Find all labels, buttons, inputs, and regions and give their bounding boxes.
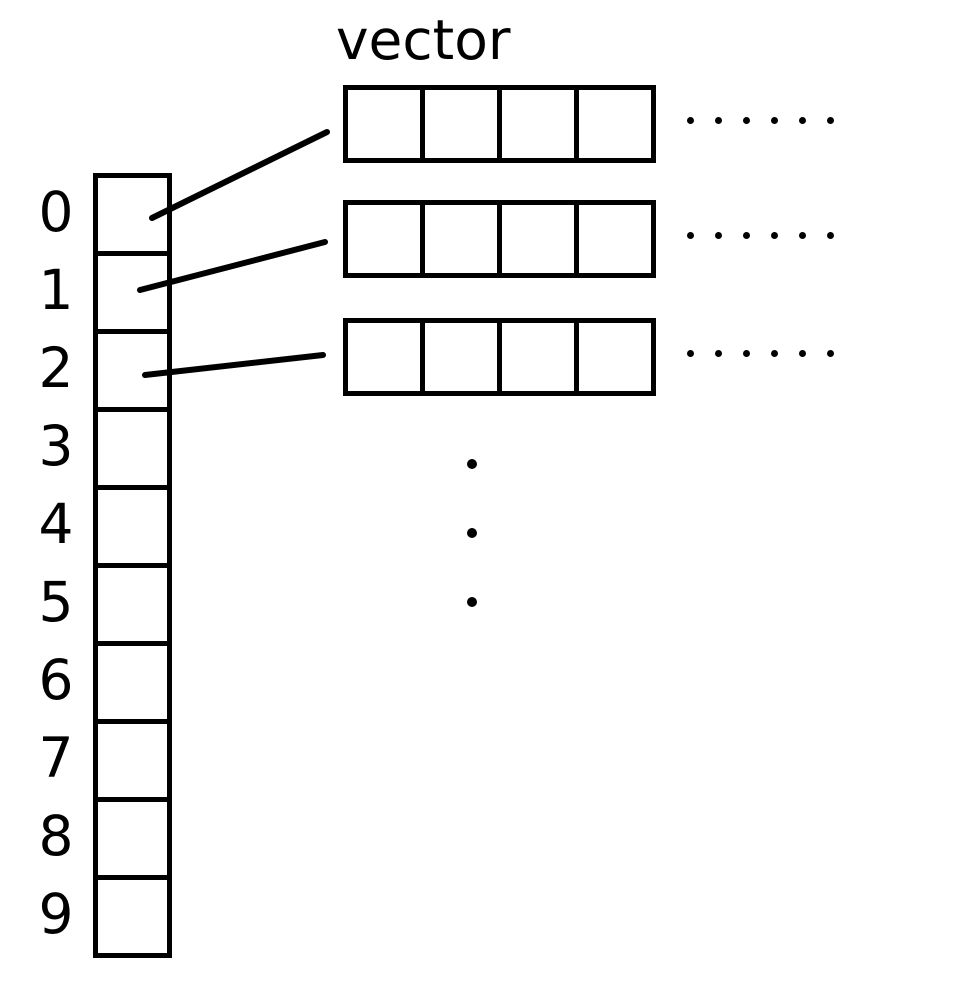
ellipsis-dot (467, 528, 477, 538)
ellipsis-dot (687, 350, 694, 357)
vector-label: vector (336, 8, 511, 72)
bucket-cell (93, 563, 172, 646)
ellipsis-dot (799, 232, 806, 239)
bucket-cell (93, 641, 172, 724)
ellipsis-dot (799, 350, 806, 357)
ellipsis-dot (827, 350, 834, 357)
vector-cell (574, 318, 656, 396)
ellipsis-dot (687, 232, 694, 239)
ellipsis-dot (715, 350, 722, 357)
vector-cell (420, 318, 502, 396)
ellipsis-dot (687, 117, 694, 124)
bucket-cell (93, 485, 172, 568)
ellipsis-dot (715, 232, 722, 239)
bucket-index-label: 7 (38, 726, 74, 790)
vector-cell (574, 200, 656, 278)
ellipsis-dot (771, 117, 778, 124)
bucket-index-label: 9 (38, 882, 74, 946)
bucket-cell (93, 407, 172, 490)
vector-cell (497, 85, 579, 163)
bucket-index-label: 5 (38, 570, 74, 634)
ellipsis-dot (467, 459, 477, 469)
vector-cell (343, 200, 425, 278)
vector-cell (343, 318, 425, 396)
bucket-cell (93, 251, 172, 334)
vector-cell (420, 200, 502, 278)
bucket-index-label: 4 (38, 492, 74, 556)
bucket-index-label: 1 (38, 258, 74, 322)
vertical-ellipsis (467, 459, 477, 607)
vector-cell (574, 85, 656, 163)
bucket-index-label: 8 (38, 804, 74, 868)
ellipsis-dot (743, 232, 750, 239)
ellipsis-dot (771, 350, 778, 357)
ellipsis-dot (743, 117, 750, 124)
pointer-line-bucket-0 (149, 129, 330, 221)
vector-cell (497, 200, 579, 278)
row-ellipsis (687, 232, 834, 239)
bucket-index-label: 2 (38, 336, 74, 400)
ellipsis-dot (827, 117, 834, 124)
ellipsis-dot (467, 597, 477, 607)
ellipsis-dot (799, 117, 806, 124)
bucket-index-label: 6 (38, 648, 74, 712)
vector-cell (497, 318, 579, 396)
bucket-cell (93, 797, 172, 880)
vector-cell (420, 85, 502, 163)
ellipsis-dot (743, 350, 750, 357)
bucket-index-label: 3 (38, 414, 74, 478)
row-ellipsis (687, 117, 834, 124)
ellipsis-dot (827, 232, 834, 239)
ellipsis-dot (771, 232, 778, 239)
vector-cell (343, 85, 425, 163)
bucket-cell (93, 719, 172, 802)
bucket-cell (93, 173, 172, 256)
bucket-cell (93, 875, 172, 958)
bucket-index-label: 0 (38, 180, 74, 244)
row-ellipsis (687, 350, 834, 357)
bucket-cell (93, 329, 172, 412)
ellipsis-dot (715, 117, 722, 124)
